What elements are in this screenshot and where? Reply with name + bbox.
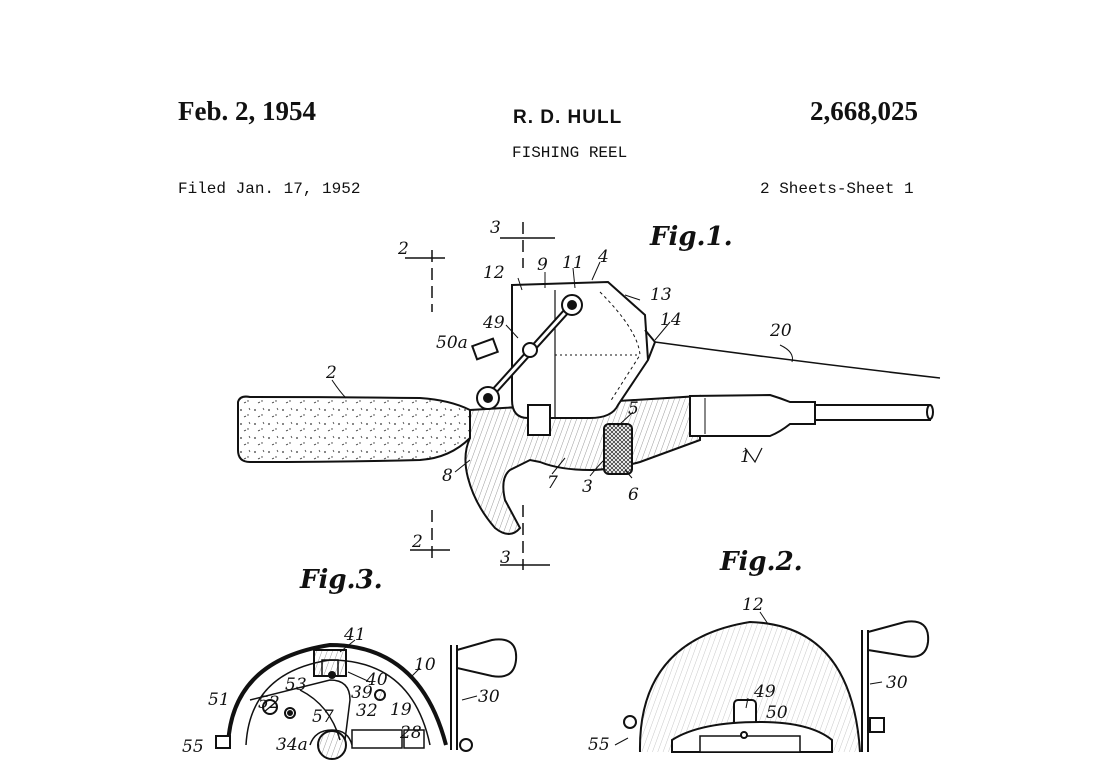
fig3-ref-32: 32 (356, 701, 378, 721)
fig3-ref-40: 40 (365, 670, 388, 690)
fig3-ref-30: 30 (478, 687, 500, 707)
fig3-ref-51: 51 (208, 690, 230, 710)
fig3-ref-57: 57 (312, 707, 334, 727)
fig1-ref-11: 11 (562, 253, 584, 273)
fig2-ref-49: 49 (753, 682, 776, 702)
fig3-ref-10: 10 (414, 655, 436, 675)
fig3-ref-53: 53 (285, 675, 307, 695)
fig1-ref-section-2a: 2 (397, 239, 409, 259)
fig1-ref-8: 8 (442, 466, 453, 486)
fig3-ref-34a: 34a (276, 735, 308, 755)
fig1-ref-49: 49 (482, 313, 505, 333)
fig1-ref-section-3b: 3 (500, 548, 511, 568)
fig1-ref-50a: 50a (436, 333, 468, 353)
fig2-ref-55: 55 (588, 735, 610, 755)
fig1-ref-9: 9 (537, 255, 548, 275)
fig1-ref-5: 5 (628, 399, 639, 419)
fig3-label: Fig.3. (299, 565, 383, 595)
figure-3 (215, 638, 518, 760)
fig3-ref-39: 39 (351, 683, 373, 703)
inventor-name: R. D. HULL (513, 107, 623, 128)
fig2-ref-50: 50 (766, 703, 788, 723)
fig2-ref-12: 12 (742, 595, 764, 615)
fig1-ref-6: 6 (628, 485, 639, 505)
sheet-count: 2 Sheets-Sheet 1 (760, 180, 914, 198)
filed-date: Filed Jan. 17, 1952 (178, 180, 361, 198)
fig1-ref-14: 14 (660, 310, 682, 330)
fig1-ref-12: 12 (483, 263, 505, 283)
fig3-ref-41: 41 (343, 625, 366, 645)
fig2-label: Fig.2. (719, 547, 803, 577)
fig1-ref-20: 20 (769, 321, 792, 341)
figure-2 (614, 611, 930, 753)
patent-title: FISHING REEL (512, 144, 628, 162)
fig3-ref-28: 28 (399, 723, 422, 743)
fig3-ref-52: 52 (258, 693, 280, 713)
patent-number: 2,668,025 (810, 96, 918, 126)
patent-date: Feb. 2, 1954 (178, 96, 316, 126)
fig1-ref-section-2b: 2 (411, 532, 423, 552)
fig1-ref-2: 2 (325, 363, 337, 383)
figure-1 (237, 222, 941, 570)
fig3-ref-19: 19 (390, 700, 412, 720)
fig1-ref-7: 7 (547, 473, 558, 493)
fig2-ref-30: 30 (886, 673, 908, 693)
fig1-ref-section-3a: 3 (490, 218, 501, 238)
fig1-label: Fig.1. (649, 222, 733, 252)
fig1-ref-13: 13 (650, 285, 672, 305)
fig3-ref-55: 55 (182, 737, 204, 757)
fig1-ref-1: 1 (740, 447, 751, 467)
fig1-ref-4: 4 (597, 247, 609, 267)
fig1-ref-3: 3 (582, 477, 593, 497)
